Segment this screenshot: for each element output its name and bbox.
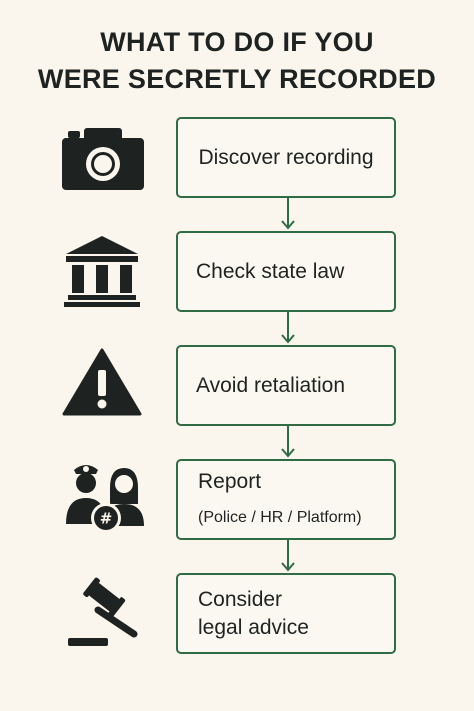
warning-icon: [62, 348, 142, 416]
arrow-down-icon: [281, 312, 295, 344]
svg-text:#: #: [100, 510, 113, 528]
arrow-down-icon: [281, 198, 295, 230]
step-check-state-law: Check state law: [176, 231, 396, 312]
step-sublabel: (Police / HR / Platform): [198, 508, 362, 526]
step-label-line-2: legal advice: [198, 615, 309, 639]
gavel-icon: [68, 577, 138, 646]
step-consider-legal-advice: Consider legal advice: [176, 573, 396, 654]
step-label: Avoid retaliation: [196, 373, 346, 397]
step-label: Check state law: [196, 259, 345, 283]
arrow-down-icon: [281, 540, 295, 572]
step-avoid-retaliation: Avoid retaliation: [176, 345, 396, 426]
step-label: Discover recording: [198, 145, 374, 169]
step-label: Report: [198, 469, 262, 493]
camera-icon: [62, 128, 144, 190]
title-line-2: WERE SECRETLY RECORDED: [37, 64, 437, 94]
step-label-line-1: Consider: [198, 587, 283, 611]
people-report-icon: #: [66, 465, 144, 533]
step-discover-recording: Discover recording: [176, 117, 396, 198]
title-line-1: WHAT TO DO IF YOU: [100, 27, 374, 57]
page-title: WHAT TO DO IF YOU WERE SECRETLY RECORDED: [0, 24, 474, 98]
step-report: Report (Police / HR / Platform): [176, 459, 396, 540]
courthouse-icon: [64, 236, 140, 307]
arrow-down-icon: [281, 426, 295, 458]
